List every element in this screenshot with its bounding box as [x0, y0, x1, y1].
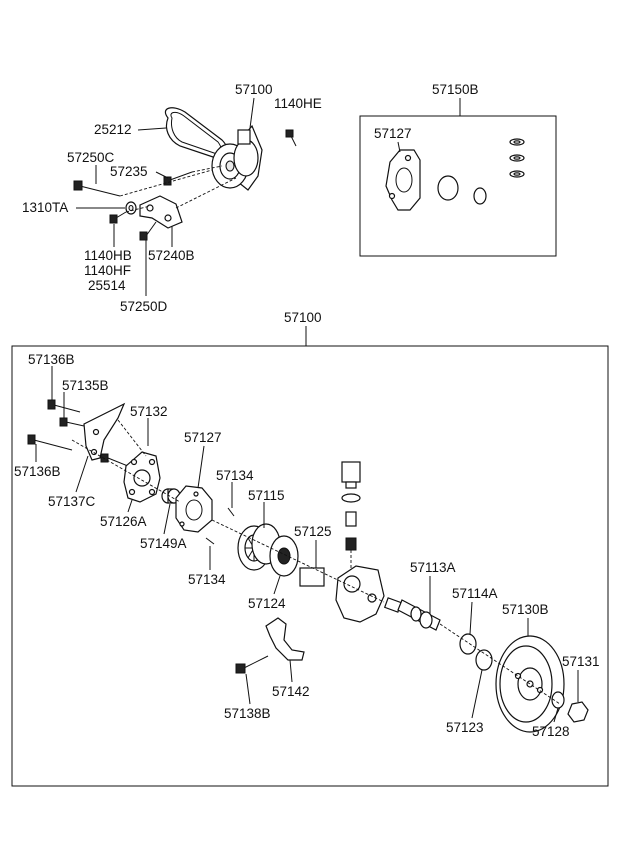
label-57115: 57115 — [248, 488, 285, 503]
bolt-57138B — [235, 655, 269, 674]
label-57100-box: 57100 — [284, 310, 322, 325]
pump-body — [335, 565, 385, 623]
label-57149A: 57149A — [140, 536, 187, 551]
label-57125: 57125 — [294, 524, 332, 539]
label-57130B: 57130B — [502, 602, 549, 617]
bolt-57235 — [163, 171, 193, 186]
label-57124: 57124 — [248, 596, 286, 611]
pin-57134-lower — [205, 537, 215, 545]
label-57250C: 57250C — [67, 150, 115, 165]
label-57240B: 57240B — [148, 248, 195, 263]
kit-o-ring-large — [437, 175, 459, 201]
label-57137C: 57137C — [48, 494, 96, 509]
bolt-57132 — [100, 453, 129, 467]
pin-57134-upper — [227, 507, 235, 517]
exploded-view-frame — [11, 345, 609, 787]
label-57142: 57142 — [272, 684, 310, 699]
top-assembly — [73, 97, 297, 296]
label-1140HF: 1140HF — [84, 263, 131, 278]
bolt-57136B-lower — [27, 434, 73, 451]
label-57250D: 57250D — [120, 299, 168, 314]
bolt-1140HE — [285, 129, 297, 147]
kit-small-seals — [509, 138, 525, 178]
label-57114A: 57114A — [452, 586, 498, 601]
bolt-57250C — [73, 180, 121, 197]
nut-57131 — [567, 701, 589, 723]
label-57136B-lower: 57136B — [14, 464, 61, 479]
label-25212: 25212 — [94, 122, 132, 137]
washer-1310TA — [125, 201, 137, 215]
plate-57124 — [269, 535, 299, 577]
label-57113A: 57113A — [410, 560, 456, 575]
exploded-parts — [27, 366, 589, 733]
label-57127: 57127 — [184, 430, 222, 445]
label-57135B: 57135B — [62, 378, 109, 393]
kit-o-ring-small — [473, 187, 487, 205]
ring-57123 — [475, 649, 493, 671]
pulley-57130B — [495, 635, 565, 733]
bolt-57135B — [59, 417, 85, 427]
adjusting-bracket-57240B — [139, 195, 183, 229]
label-57138B: 57138B — [224, 706, 271, 721]
bolt-1140HB — [109, 211, 127, 224]
label-25514: 25514 — [88, 278, 126, 293]
label-57132: 57132 — [130, 404, 168, 419]
label-57131: 57131 — [562, 654, 600, 669]
flow-control-fitting — [341, 461, 361, 551]
label-57128: 57128 — [532, 724, 570, 739]
bolt-57250D — [139, 221, 157, 241]
label-57150B: 57150B — [432, 82, 479, 97]
bracket-57137C — [83, 402, 126, 461]
seal-57114A — [459, 633, 477, 655]
label-57100-top: 57100 — [235, 82, 273, 97]
label-57136B-upper: 57136B — [28, 352, 75, 367]
shaft-57113A — [383, 597, 441, 631]
spring-57125 — [299, 567, 325, 587]
label-57134-upper: 57134 — [216, 468, 254, 483]
label-57134-lower: 57134 — [188, 572, 226, 587]
kit-gasket — [385, 149, 421, 211]
label-1140HB: 1140HB — [84, 248, 132, 263]
label-1140HE: 1140HE — [274, 96, 322, 111]
label-57123: 57123 — [446, 720, 484, 735]
label-57127-kit: 57127 — [374, 126, 412, 141]
label-57126A: 57126A — [100, 514, 147, 529]
label-57235: 57235 — [110, 164, 148, 179]
gasket-kit-box — [359, 98, 557, 257]
pipe-57142 — [265, 617, 305, 661]
cam-ring-57115 — [237, 523, 281, 571]
label-1310TA: 1310TA — [22, 200, 68, 215]
